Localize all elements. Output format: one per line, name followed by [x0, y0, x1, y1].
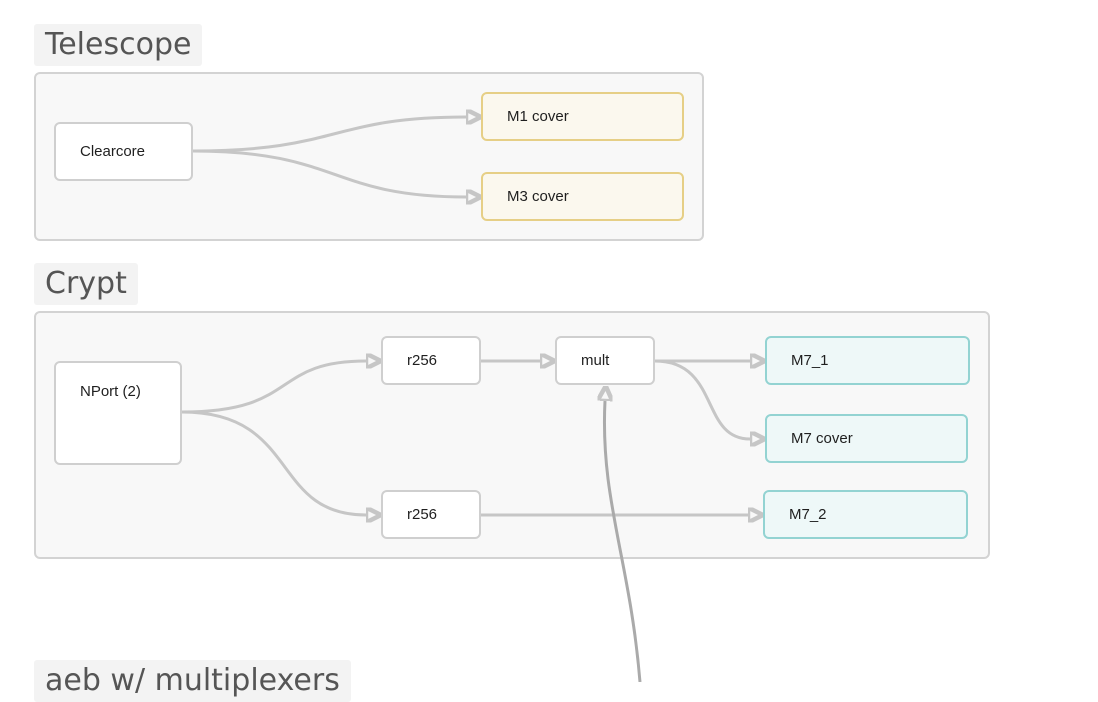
group-title-crypt: Crypt — [34, 263, 138, 305]
node-clearcore[interactable]: Clearcore — [54, 122, 193, 181]
group-title-next: aeb w/ multiplexers — [34, 660, 351, 702]
node-m1-cover[interactable]: M1 cover — [481, 92, 684, 141]
node-nport[interactable]: NPort (2) — [54, 361, 182, 465]
node-m7-cover[interactable]: M7 cover — [765, 414, 968, 463]
node-m7-1[interactable]: M7_1 — [765, 336, 970, 385]
node-r256-bottom[interactable]: r256 — [381, 490, 481, 539]
group-title-telescope: Telescope — [34, 24, 203, 66]
node-m3-cover[interactable]: M3 cover — [481, 172, 684, 221]
node-m7-2[interactable]: M7_2 — [763, 490, 968, 539]
node-mult[interactable]: mult — [555, 336, 655, 385]
node-r256-top[interactable]: r256 — [381, 336, 481, 385]
